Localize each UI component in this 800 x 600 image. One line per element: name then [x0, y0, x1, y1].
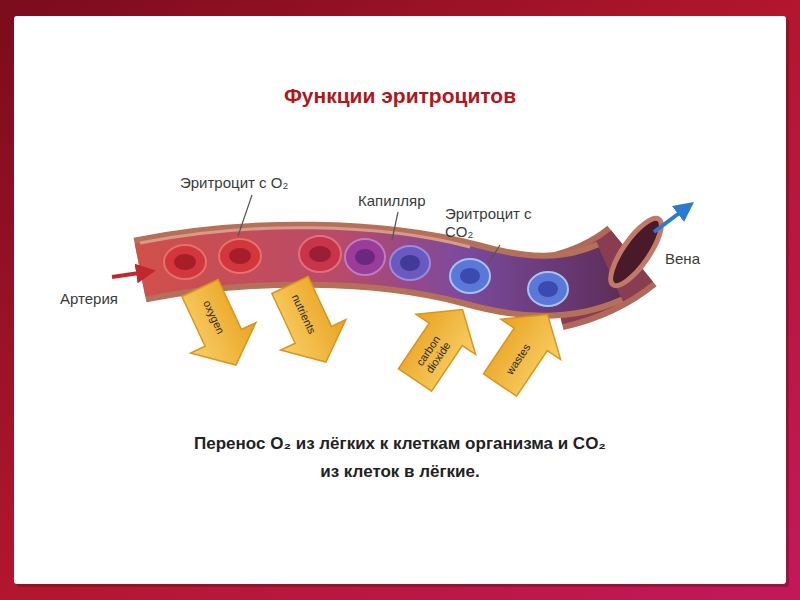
part-label: Капилляр — [358, 192, 426, 210]
cell-dimple — [460, 268, 480, 284]
cell-dimple — [538, 281, 558, 297]
wastes-arrow — [470, 294, 577, 405]
cell-dimple — [229, 248, 251, 264]
cell-dimple — [355, 249, 375, 265]
part-label: Эритроцит с O₂ — [180, 174, 288, 192]
cell-dimple — [400, 255, 420, 271]
blue-cell — [450, 259, 490, 293]
red-cell — [299, 236, 341, 272]
blue-cell — [528, 272, 568, 306]
artery-arrow — [112, 272, 146, 277]
vein-arrow — [654, 208, 686, 232]
vessel-label: Артерия — [60, 290, 118, 308]
nutrients-arrow — [257, 270, 358, 377]
red-cell — [164, 245, 206, 279]
slide-title: Функции эритроцитов — [0, 84, 800, 108]
leader-line — [488, 245, 500, 264]
leader-line — [238, 195, 252, 236]
oxygen-arrow — [167, 273, 268, 380]
purple-cell — [345, 239, 385, 275]
leader-line — [392, 212, 398, 240]
blue-cell — [390, 246, 430, 280]
vein-opening — [602, 212, 669, 292]
slide-caption: Перенос O₂ из лёгких к клеткам организма… — [194, 430, 606, 486]
red-cell — [219, 239, 261, 273]
vessel-label: Вена — [665, 250, 700, 268]
cell-dimple — [309, 246, 331, 262]
exchange-arrows — [167, 270, 577, 405]
part-label: Эритроцит с CO₂ — [445, 205, 551, 241]
cell-dimple — [174, 254, 196, 270]
co2-arrow — [385, 289, 492, 400]
